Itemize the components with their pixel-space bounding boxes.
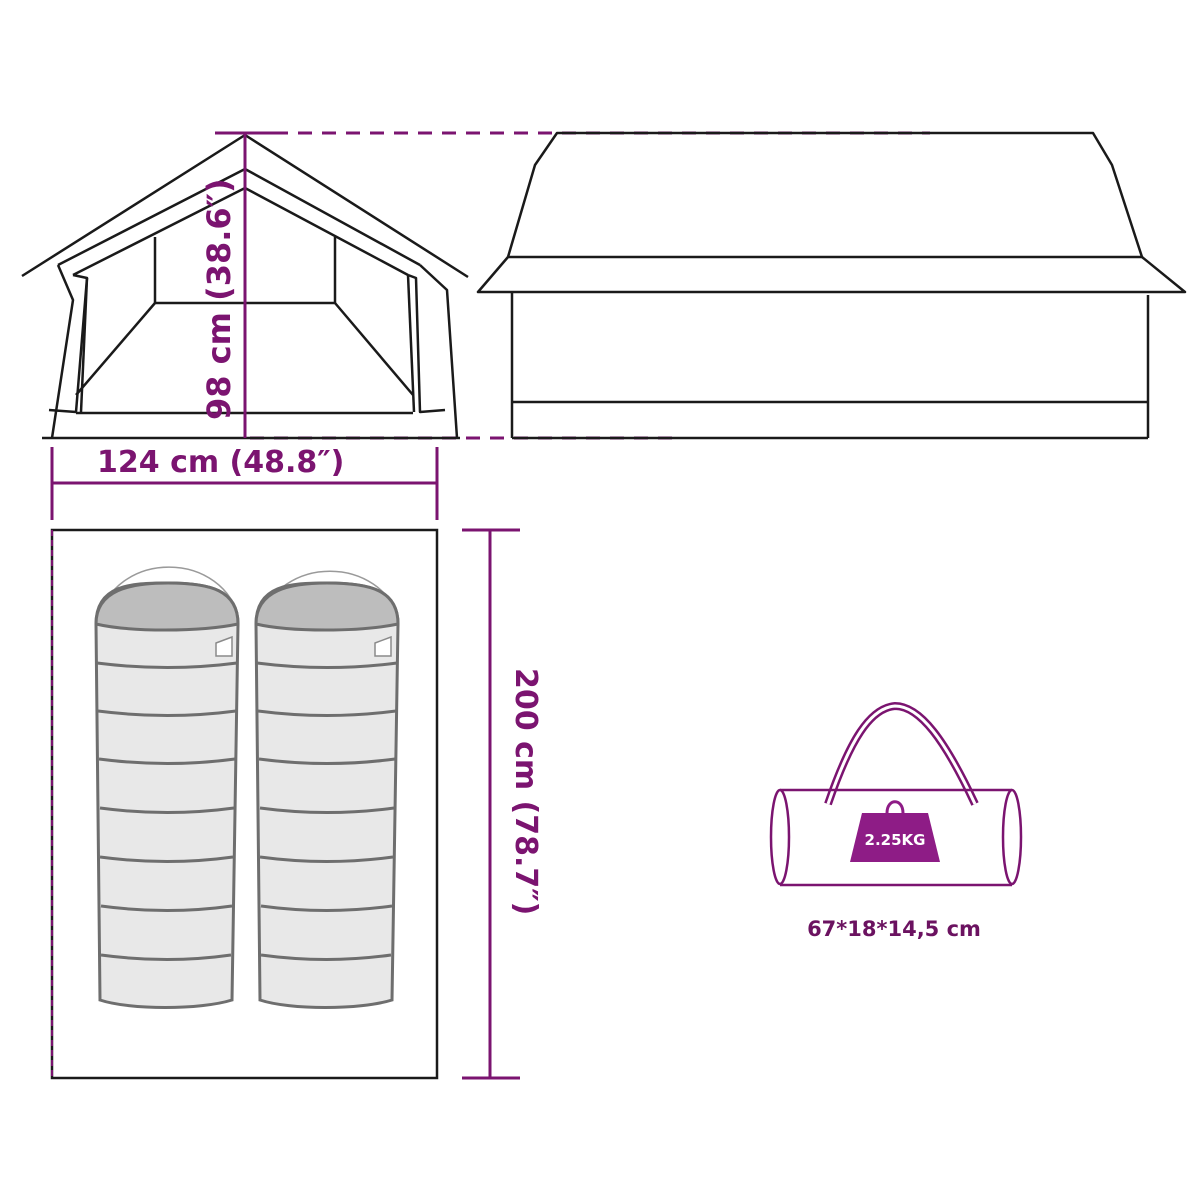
height-guide-lines xyxy=(250,131,930,440)
floor-plan xyxy=(50,528,439,1080)
bag-size-label: 67*18*14,5 cm xyxy=(807,917,981,941)
length-dimension: 200 cm (78.7″) xyxy=(462,528,543,1080)
length-label: 200 cm (78.7″) xyxy=(508,668,543,915)
side-view-tent xyxy=(476,131,1187,440)
width-label: 124 cm (48.8″) xyxy=(97,445,344,480)
weight-label: 2.25KG xyxy=(865,831,926,849)
height-dimension: 98 cm (38.6″) xyxy=(200,131,275,438)
sleeping-bag-right xyxy=(254,570,400,1009)
carry-bag xyxy=(769,701,1023,887)
height-label: 98 cm (38.6″) xyxy=(200,178,238,420)
width-dimension: 124 cm (48.8″) xyxy=(50,445,439,520)
sleeping-bag-left xyxy=(94,566,240,1009)
weight-icon: 2.25KG xyxy=(850,800,940,862)
